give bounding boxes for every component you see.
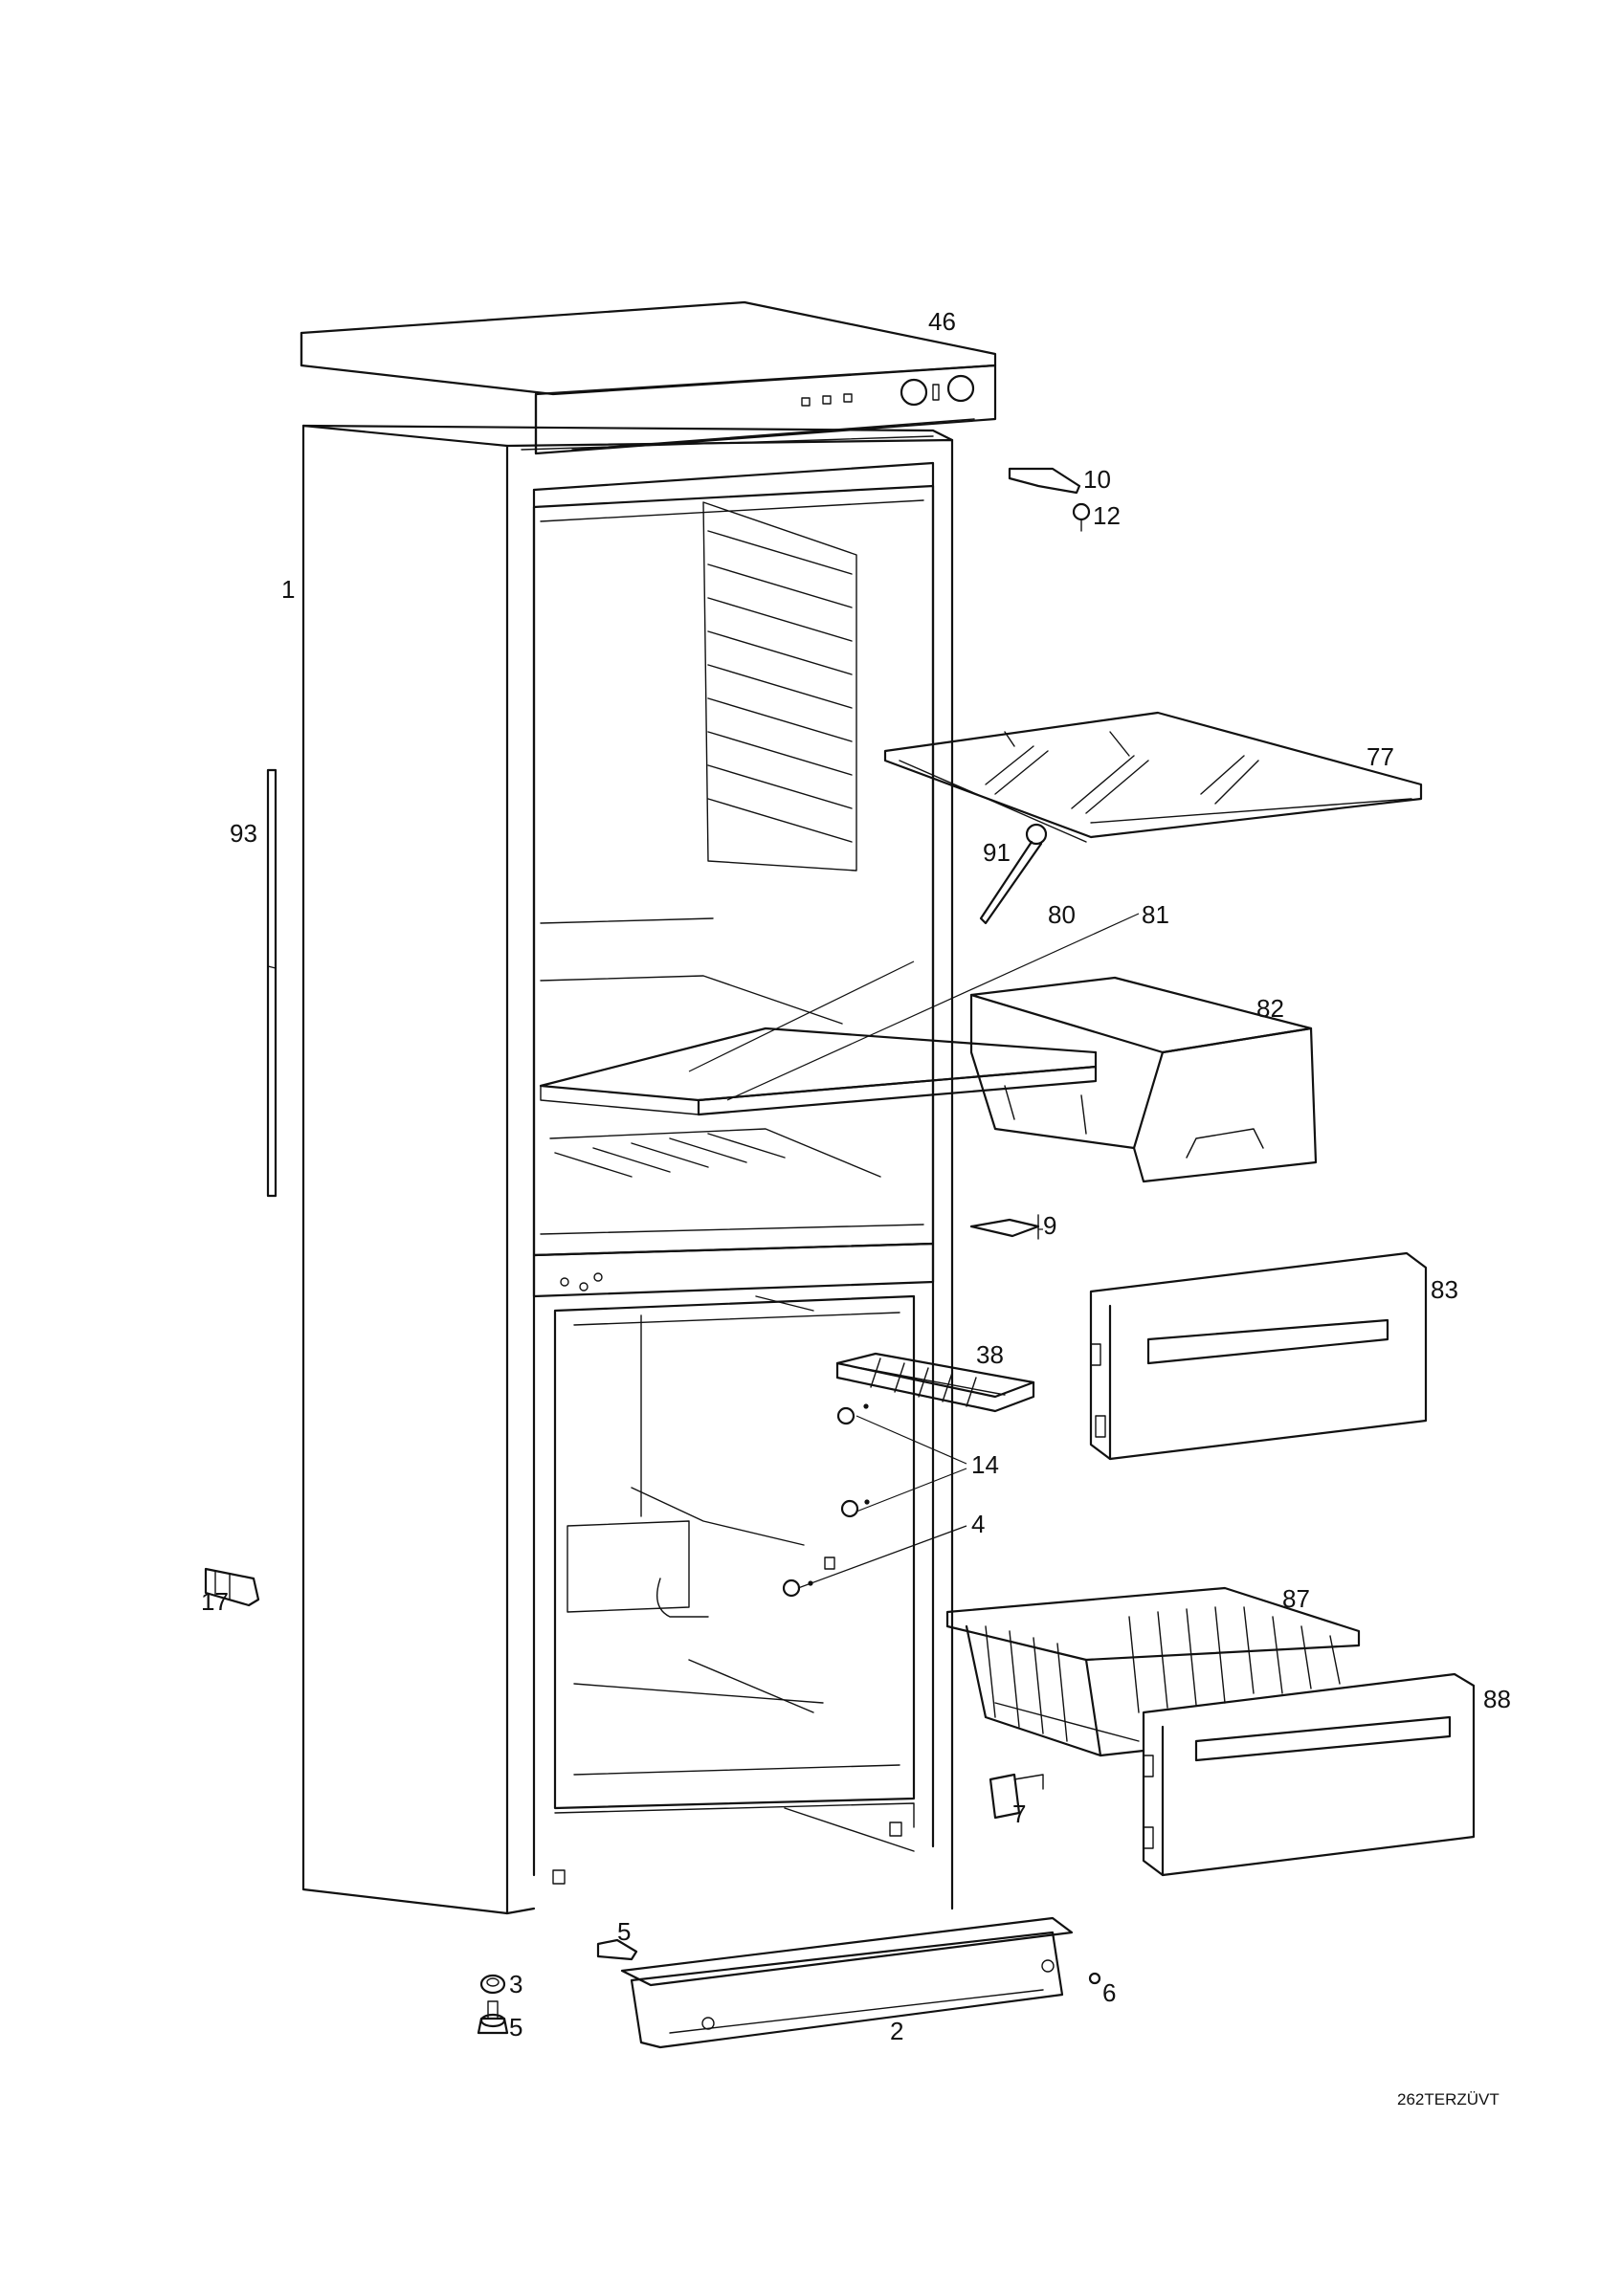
callout-87: 87 — [1282, 1584, 1310, 1613]
lower-hinge — [989, 1773, 1044, 1820]
callout-3: 3 — [509, 1970, 522, 1998]
screw-6 — [1088, 1972, 1101, 1985]
callout-12: 12 — [1093, 501, 1121, 530]
wire-freezer-basket — [945, 1586, 1361, 1757]
adjustable-foot-washer — [479, 1974, 506, 1995]
callout-6: 6 — [1102, 1978, 1116, 2007]
crisper-cover-shelf — [539, 1027, 1098, 1116]
callout-75: 38 — [976, 1340, 1004, 1369]
leader-lines — [688, 913, 1140, 1589]
drawing-code: 262TERZÜVT — [1397, 2090, 1500, 2108]
plinth-base-grille — [620, 1916, 1074, 2049]
fresh-food-compartment-liner — [532, 484, 935, 1257]
freezer-flap — [1089, 1251, 1428, 1461]
freezer-drawer-front — [1142, 1672, 1476, 1877]
callout-80: 80 — [1048, 900, 1076, 929]
hinge-pin — [204, 1567, 260, 1607]
cabinet-body — [301, 424, 954, 1915]
callout-labels: 46 10 12 1 77 93 91 80 81 82 9 83 38 14 … — [201, 307, 1511, 2108]
adjustable-foot — [477, 2000, 509, 2035]
callout-88: 88 — [1483, 1685, 1511, 1713]
vertical-seal-strip — [266, 768, 278, 1198]
callout-1: 1 — [281, 575, 295, 604]
callout-91: 91 — [983, 838, 1011, 867]
callout-82: 82 — [1256, 994, 1284, 1023]
callout-81: 81 — [1142, 900, 1169, 929]
glass-shelf — [883, 711, 1423, 843]
callout-5: 5 — [509, 2013, 522, 2042]
hinge-link — [979, 823, 1048, 925]
callout-14: 5 — [617, 1917, 631, 1946]
callout-46: 46 — [928, 307, 956, 336]
callout-77: 77 — [1366, 742, 1394, 771]
top-cover-control-panel — [300, 300, 997, 455]
ice-cube-tray — [835, 1352, 1035, 1413]
callout-9: 9 — [1043, 1211, 1056, 1240]
middle-hinge-bracket — [969, 1214, 1040, 1240]
compartment-divider — [532, 1242, 935, 1298]
callout-38: 14 — [971, 1450, 999, 1479]
callout-93: 93 — [230, 819, 257, 848]
callout-17: 17 — [201, 1587, 229, 1616]
callout-10: 10 — [1083, 465, 1111, 494]
callout-2: 2 — [890, 2017, 903, 2045]
upper-hinge-bracket — [1008, 467, 1081, 495]
screw-12 — [1072, 502, 1091, 532]
crisper-drawer — [969, 976, 1318, 1183]
callout-83: 83 — [1431, 1275, 1458, 1304]
plinth-clip — [596, 1938, 638, 1961]
freezer-compartment-liner — [553, 1294, 916, 1852]
callout-7: 7 — [1012, 1799, 1026, 1828]
callout-4: 4 — [971, 1510, 985, 1538]
